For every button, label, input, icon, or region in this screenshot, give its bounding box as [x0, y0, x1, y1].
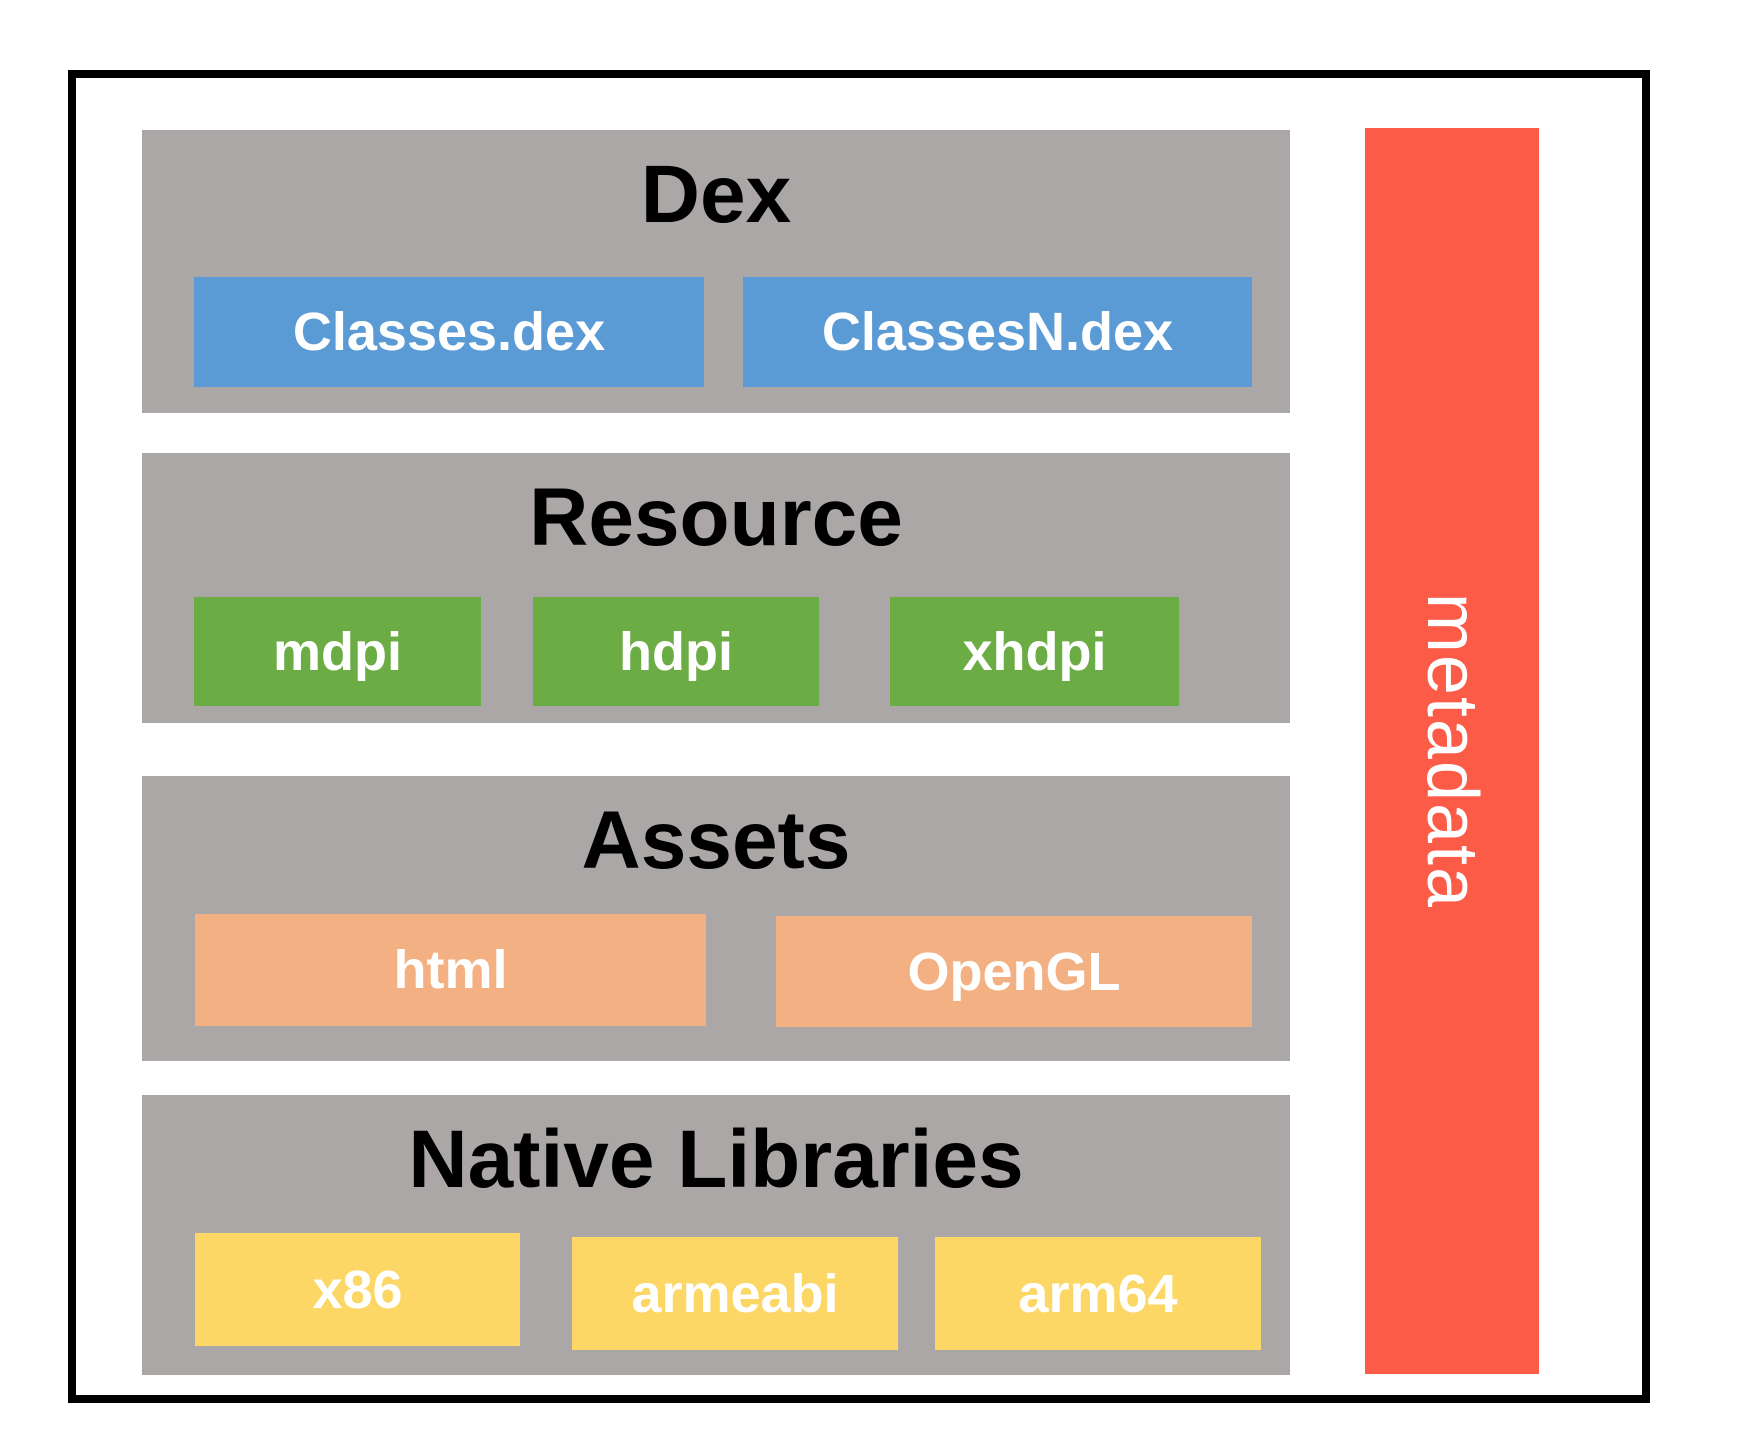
block-armeabi: armeabi: [572, 1237, 898, 1350]
section-assets: Assets html OpenGL: [142, 776, 1290, 1061]
section-native-libraries-title: Native Libraries: [408, 1114, 1024, 1205]
section-native-libraries: Native Libraries x86 armeabi arm64: [142, 1095, 1290, 1375]
block-html-label: html: [393, 940, 508, 1000]
block-xhdpi-label: xhdpi: [962, 621, 1107, 682]
section-resource-title: Resource: [529, 472, 903, 563]
metadata-bar: metadata: [1365, 128, 1539, 1374]
block-arm64-label: arm64: [1018, 1263, 1178, 1324]
block-hdpi-label: hdpi: [619, 621, 733, 682]
block-classesn-dex: ClassesN.dex: [743, 277, 1252, 387]
block-html: html: [195, 914, 706, 1026]
block-mdpi: mdpi: [194, 597, 481, 706]
block-arm64: arm64: [935, 1237, 1261, 1350]
section-resource: Resource mdpi hdpi xhdpi: [142, 453, 1290, 723]
block-mdpi-label: mdpi: [273, 621, 402, 682]
block-x86-label: x86: [312, 1259, 403, 1320]
block-x86: x86: [195, 1233, 520, 1346]
block-classes-dex: Classes.dex: [194, 277, 704, 387]
block-classes-dex-label: Classes.dex: [292, 302, 606, 362]
block-hdpi: hdpi: [533, 597, 819, 706]
block-opengl: OpenGL: [776, 916, 1252, 1027]
block-xhdpi: xhdpi: [890, 597, 1179, 706]
block-classesn-dex-label: ClassesN.dex: [821, 302, 1174, 362]
section-dex-title: Dex: [640, 149, 792, 240]
section-assets-title: Assets: [581, 795, 851, 886]
block-opengl-label: OpenGL: [907, 941, 1121, 1002]
block-armeabi-label: armeabi: [631, 1263, 839, 1324]
metadata-bar-label: metadata: [1412, 592, 1493, 910]
section-dex: Dex Classes.dex ClassesN.dex: [142, 130, 1290, 413]
